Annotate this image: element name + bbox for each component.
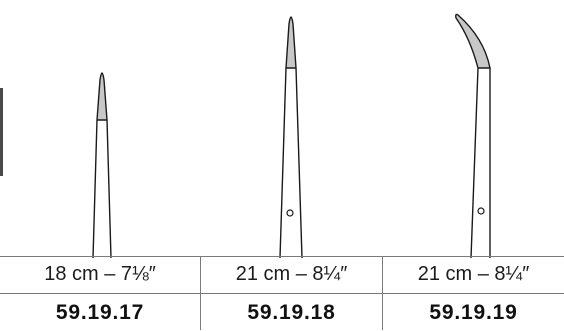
size-label: 21 cm – 8¼″ <box>417 263 530 285</box>
instrument-2-pivot-screw <box>286 209 294 217</box>
instrument-1-tip <box>96 72 108 121</box>
spec-column-2: 21 cm – 8¼″ 59.19.18 <box>200 256 382 330</box>
instrument-3-shaft <box>470 67 491 258</box>
spec-table: 18 cm – 7⅛″ 59.19.17 21 cm – 8¼″ 59.19.1… <box>0 256 564 330</box>
instrument-3-pivot-screw <box>477 207 485 215</box>
instrument-drawings <box>92 13 491 258</box>
article-code: 59.19.18 <box>201 293 382 331</box>
instrument-2-shaft <box>279 67 303 258</box>
instrument-1-shaft <box>92 119 112 258</box>
instrument-1-drawing <box>92 72 112 258</box>
size-label: 21 cm – 8¼″ <box>235 263 348 285</box>
article-code: 59.19.17 <box>0 293 200 331</box>
instrument-2-tip <box>285 16 297 69</box>
spec-column-1: 18 cm – 7⅛″ 59.19.17 <box>0 256 200 330</box>
instrument-2-drawing <box>279 16 303 258</box>
size-label: 18 cm – 7⅛″ <box>44 263 156 285</box>
instrument-3-drawing <box>455 13 491 258</box>
instrument-3-tip <box>455 13 491 69</box>
spec-column-3: 21 cm – 8¼″ 59.19.19 <box>382 256 564 330</box>
page-edge-mark <box>0 88 3 176</box>
article-code: 59.19.19 <box>383 293 564 331</box>
table-top-rule <box>0 256 564 257</box>
